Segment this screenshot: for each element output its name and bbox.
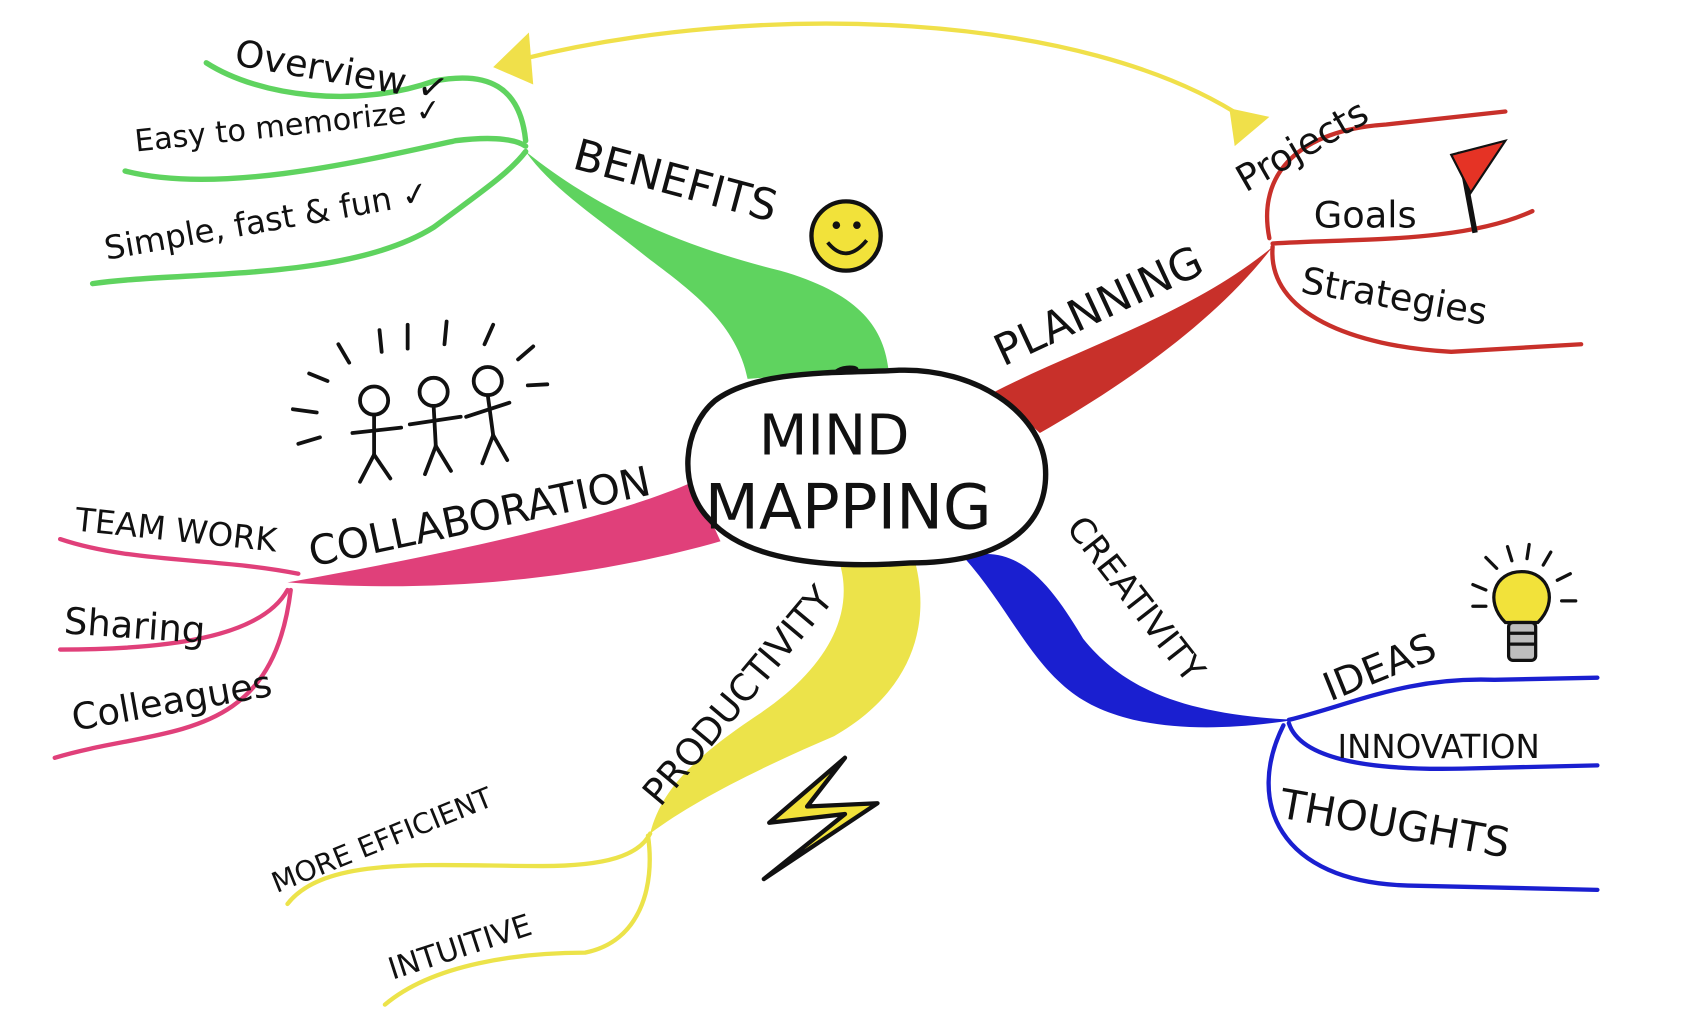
central-topic: MIND MAPPING: [685, 365, 1049, 568]
branch-productivity: PRODUCTIVITY MORE EFFICIENT INTUITIVE: [267, 562, 921, 1007]
connector-arrow: [493, 21, 1270, 147]
leaf-goals: Goals: [1314, 193, 1417, 236]
branch-collaboration: COLLABORATION TEAM WORK Sharing Colleagu…: [52, 319, 721, 760]
central-title-line1: MIND: [759, 404, 910, 469]
leaf-intuitive: INTUITIVE: [384, 908, 536, 987]
central-title-line2: MAPPING: [705, 470, 992, 543]
leaf-easy-to-memorize: Easy to memorize ✓: [133, 93, 443, 160]
leaf-sharing: Sharing: [63, 599, 207, 652]
team-people-icon: [291, 319, 550, 484]
branch-creativity: CREATIVITY IDEAS INNOVATION THOUGHTS: [964, 509, 1600, 893]
leaf-projects: Projects: [1229, 91, 1376, 201]
branch-planning: PLANNING Projects Goals Strategies: [987, 91, 1584, 434]
lightning-icon: [761, 755, 880, 882]
leaf-simple-fast-fun: Simple, fast & fun ✓: [101, 173, 431, 267]
leaf-ideas: IDEAS: [1317, 625, 1443, 711]
leaf-thoughts: THOUGHTS: [1275, 780, 1513, 868]
lightbulb-icon: [1471, 542, 1578, 662]
flag-icon: [1449, 138, 1508, 234]
leaf-innovation: INNOVATION: [1338, 728, 1540, 766]
leaf-more-efficient: MORE EFFICIENT: [267, 781, 498, 900]
leaf-colleagues: Colleagues: [68, 662, 275, 739]
smiley-icon: [809, 199, 883, 273]
